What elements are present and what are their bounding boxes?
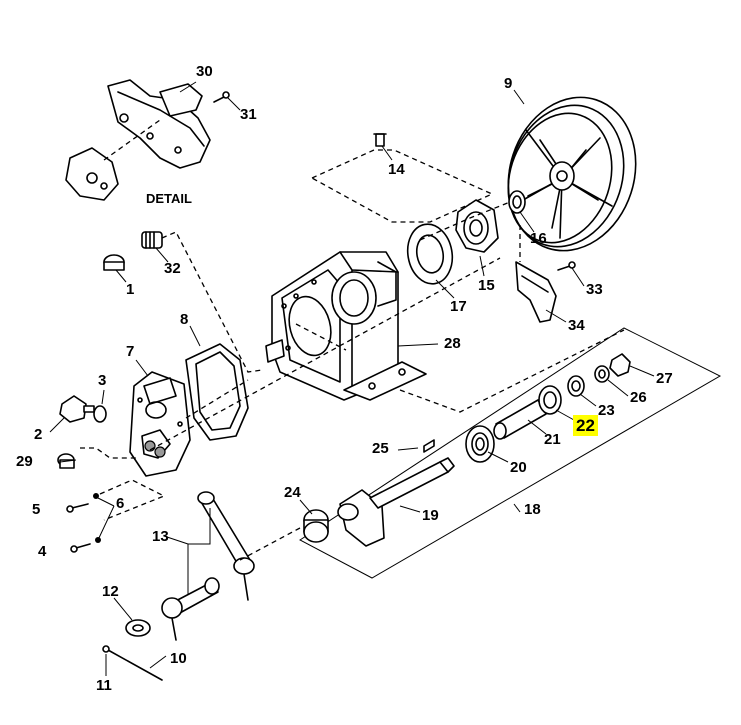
- crankshaft-assembly-part-18: [299, 327, 722, 579]
- bracket-part-34: [515, 225, 576, 323]
- seal-part-16: [508, 190, 526, 214]
- knob-part-2: [59, 395, 95, 423]
- washer-part-26: [594, 365, 610, 383]
- callout-8: 8: [180, 311, 189, 328]
- callout-27: 27: [656, 370, 673, 387]
- detail-inset-drawing: [65, 79, 230, 201]
- callout-6: 6: [116, 495, 125, 512]
- callout-24: 24: [284, 484, 301, 501]
- callout-leader-lines: [49, 81, 655, 676]
- plug-part-32: [141, 231, 263, 373]
- callout-12: 12: [102, 583, 119, 600]
- o-ring-part-3: [93, 405, 107, 423]
- callout-17: 17: [450, 298, 467, 315]
- callout-21: 21: [544, 431, 561, 448]
- crankshaft-part-19: [337, 457, 455, 547]
- washer-part-23: [567, 375, 585, 397]
- callout-11: 11: [96, 677, 112, 694]
- bearing-part-22: [538, 385, 562, 415]
- callout-5: 5: [32, 501, 41, 518]
- gasket-part-8: [185, 343, 249, 441]
- callout-22-highlighted: 22: [573, 415, 598, 436]
- callout-25: 25: [372, 440, 389, 457]
- callout-20: 20: [510, 459, 527, 476]
- spacer-part-21: [493, 399, 547, 440]
- callout-10: 10: [170, 650, 187, 667]
- pin-parts-10-11: [102, 645, 163, 681]
- key-part-25: [423, 439, 435, 453]
- callout-9: 9: [504, 75, 513, 92]
- callout-30: 30: [196, 63, 213, 80]
- callout-14: 14: [388, 161, 405, 178]
- plug-part-29: [57, 447, 136, 469]
- nut-part-27: [609, 353, 631, 377]
- callout-13: 13: [152, 528, 169, 545]
- callout-4: 4: [38, 543, 47, 560]
- callout-26: 26: [630, 389, 647, 406]
- assembly-axis-lines: [149, 201, 625, 561]
- connecting-rod-part-13: [161, 491, 255, 641]
- detail-label: DETAIL: [146, 191, 192, 206]
- callout-16: 16: [530, 230, 547, 247]
- callout-1: 1: [126, 281, 135, 298]
- callout-19: 19: [422, 507, 439, 524]
- bolt-part-14: [310, 133, 494, 223]
- callout-7: 7: [126, 343, 135, 360]
- plug-part-1: [103, 254, 125, 271]
- cover-part-7: [129, 371, 191, 477]
- callout-3: 3: [98, 372, 107, 389]
- callout-31: 31: [240, 106, 257, 123]
- callout-29: 29: [16, 453, 33, 470]
- callout-18: 18: [524, 501, 541, 518]
- callout-33: 33: [586, 281, 603, 298]
- callout-32: 32: [164, 260, 181, 277]
- housing-part-28: [265, 251, 427, 401]
- bearing-part-20: [465, 425, 495, 463]
- washer-part-12: [125, 619, 151, 637]
- callout-23: 23: [598, 402, 615, 419]
- bushing-part-24: [303, 509, 329, 543]
- gasket-part-17: [406, 223, 454, 285]
- callout-15: 15: [478, 277, 495, 294]
- bearing-cap-part-15: [455, 199, 499, 253]
- callout-2: 2: [34, 426, 43, 443]
- callout-34: 34: [568, 317, 585, 334]
- callout-28: 28: [444, 335, 461, 352]
- screws-parts-4-5-6: [66, 479, 166, 553]
- pulley-part-9: [507, 96, 637, 252]
